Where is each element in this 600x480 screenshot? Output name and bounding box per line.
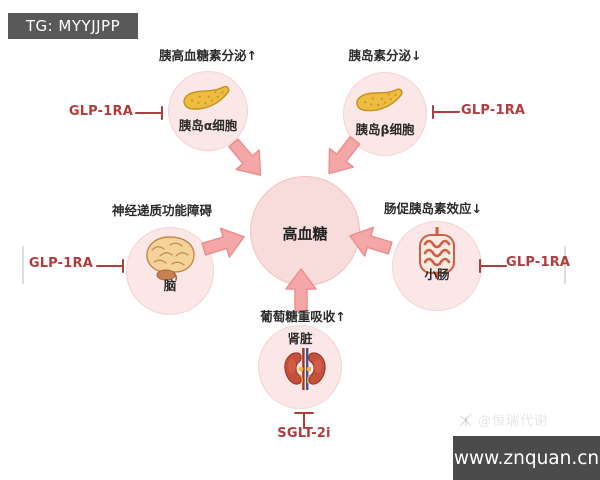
arrow-intestine-to-center: [344, 218, 397, 265]
alpha-cells-label: 胰岛α细胞: [178, 118, 238, 133]
intestine-caption: 肠促胰岛素效应↓: [384, 201, 482, 216]
alpha-cells-caption: 胰高血糖素分泌↑: [159, 48, 257, 63]
inhibition-bar-icon: [477, 258, 507, 277]
arrow-brain-to-center: [198, 219, 251, 266]
brand-logo-icon: [460, 412, 472, 427]
brain-icon: [141, 235, 199, 285]
arrow-beta-to-center: [314, 129, 369, 186]
intestine-label: 小肠: [424, 267, 450, 282]
inhibition-bar-icon: [294, 411, 314, 433]
inhibition-bar-icon: [135, 105, 165, 124]
brain-caption: 神经递质功能障碍: [111, 203, 212, 218]
brand-watermark-text: @恒瑞代谢: [478, 414, 549, 429]
kidney-caption: 葡萄糖重吸收↑: [260, 309, 346, 324]
site-url-bar: www.znquan.cn: [453, 436, 600, 480]
header-tag: TG: MYYJJPP: [8, 13, 138, 39]
watermark-tick-right: [564, 246, 566, 284]
inhibition-bar-icon: [430, 104, 460, 123]
beta-cells-label: 胰岛β细胞: [355, 122, 415, 137]
hyperglycemia-label: 高血糖: [282, 225, 328, 243]
watermark-tick-left: [22, 246, 24, 284]
drug-label-glp1ra-brain: GLP-1RA: [28, 256, 93, 271]
header-tag-label: TG: MYYJJPP: [25, 17, 121, 35]
brand-watermark: @恒瑞代谢: [458, 410, 548, 429]
drug-label-glp1ra-beta: GLP-1RA: [461, 103, 526, 118]
intestine-icon: [416, 226, 458, 283]
drug-label-glp1ra-intestine: GLP-1RA: [506, 255, 571, 270]
drug-label-glp1ra-alpha: GLP-1RA: [68, 104, 133, 119]
site-url-text: www.znquan.cn: [453, 447, 600, 469]
kidney-label: 肾脏: [287, 331, 313, 346]
pancreas-icon: [352, 82, 408, 120]
alpha-cells-circle: [168, 71, 248, 151]
arrow-kidney-to-center: [283, 268, 319, 312]
drug-label-sglt2i: SGLT-2i: [277, 426, 331, 441]
inhibition-bar-icon: [96, 258, 126, 277]
beta-cells-caption: 胰岛素分泌↓: [348, 48, 422, 63]
arrow-alpha-to-center: [219, 131, 275, 188]
kidneys-icon: [282, 348, 328, 394]
brain-label: 脑: [163, 278, 177, 293]
pancreas-icon: [178, 79, 235, 118]
